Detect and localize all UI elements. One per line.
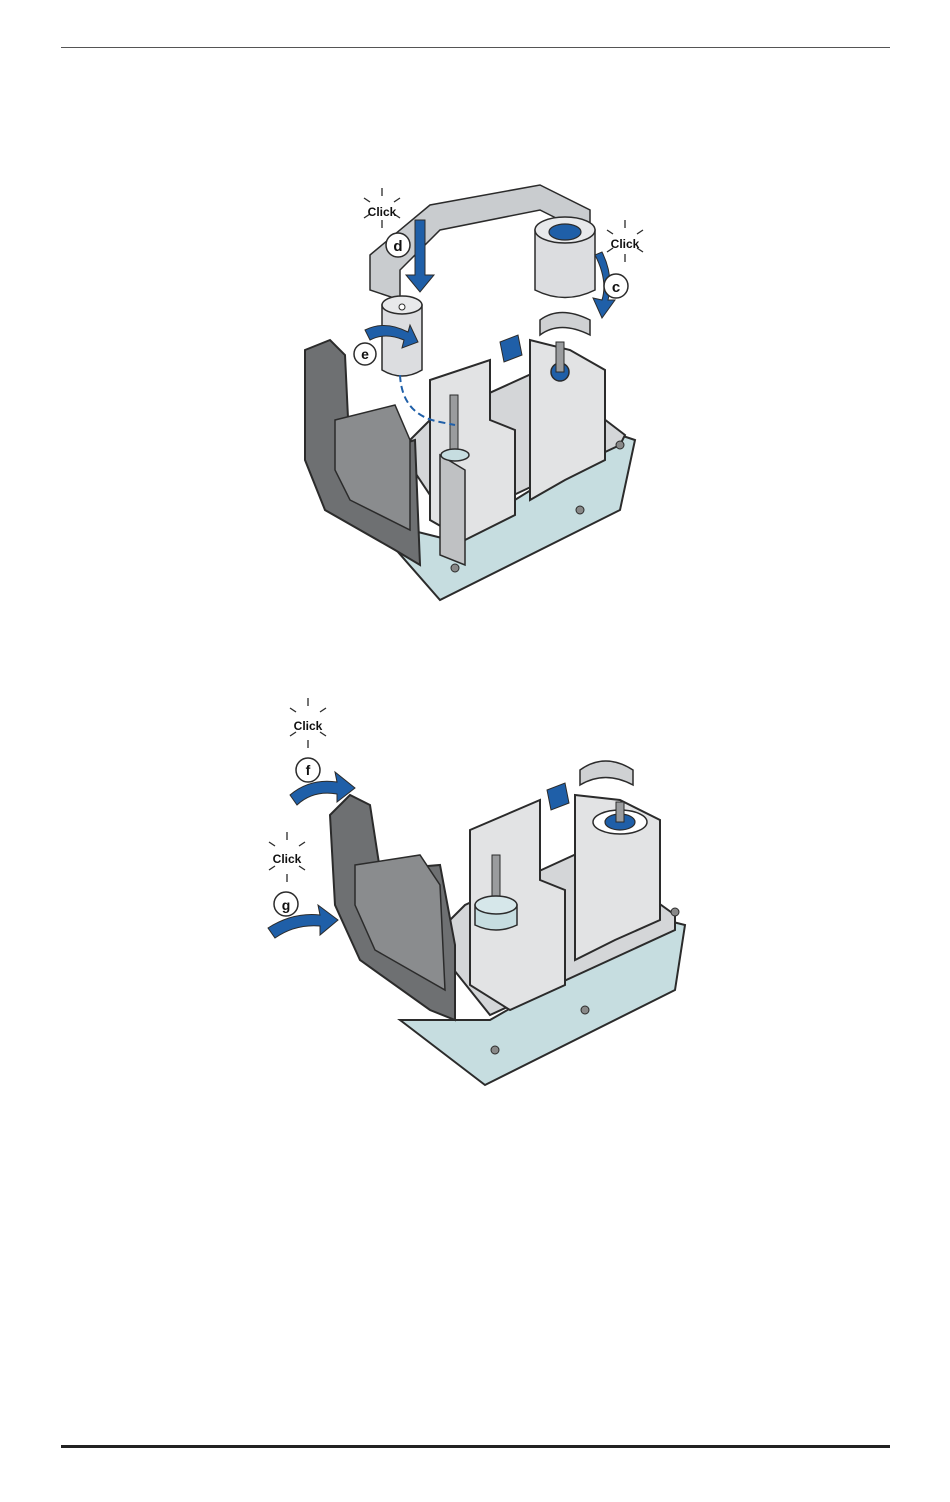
screw — [616, 441, 624, 449]
left-spindle-hub — [441, 449, 469, 461]
header-rule — [61, 47, 890, 48]
right-spindle — [556, 342, 564, 372]
screw — [576, 506, 584, 514]
step-label-d: d — [393, 238, 402, 255]
cartridge-right-clip — [580, 761, 633, 785]
step-label-c: c — [612, 279, 620, 296]
click-label-f: Click — [294, 719, 323, 733]
cartridge-illustration-bottom: Click Click f g — [255, 690, 705, 1095]
cartridge-right-clip — [540, 313, 590, 336]
supply-core — [549, 224, 581, 240]
takeup-core — [399, 304, 405, 310]
right-spindle — [616, 802, 624, 822]
cartridge-left-wall — [440, 455, 465, 565]
blue-latch — [500, 335, 522, 362]
click-label-d: Click — [368, 205, 397, 219]
click-label-c: Click — [611, 237, 640, 251]
click-label-g: Click — [273, 852, 302, 866]
ribbon-install-figure-bottom: Click Click f g — [255, 690, 705, 1095]
left-spindle — [450, 395, 458, 450]
footer-rule — [61, 1445, 890, 1448]
screw — [451, 564, 459, 572]
cartridge-illustration-top: Click Click d c e — [290, 180, 670, 620]
screw — [491, 1046, 499, 1054]
screw — [671, 908, 679, 916]
step-label-g: g — [282, 897, 291, 913]
blue-latch — [547, 783, 569, 810]
step-label-e: e — [361, 346, 369, 362]
ribbon-install-figure-top: Click Click d c e — [290, 180, 670, 620]
step-label-f: f — [306, 762, 311, 778]
screw — [581, 1006, 589, 1014]
takeup-roll-top — [475, 896, 517, 914]
left-spindle — [492, 855, 500, 900]
